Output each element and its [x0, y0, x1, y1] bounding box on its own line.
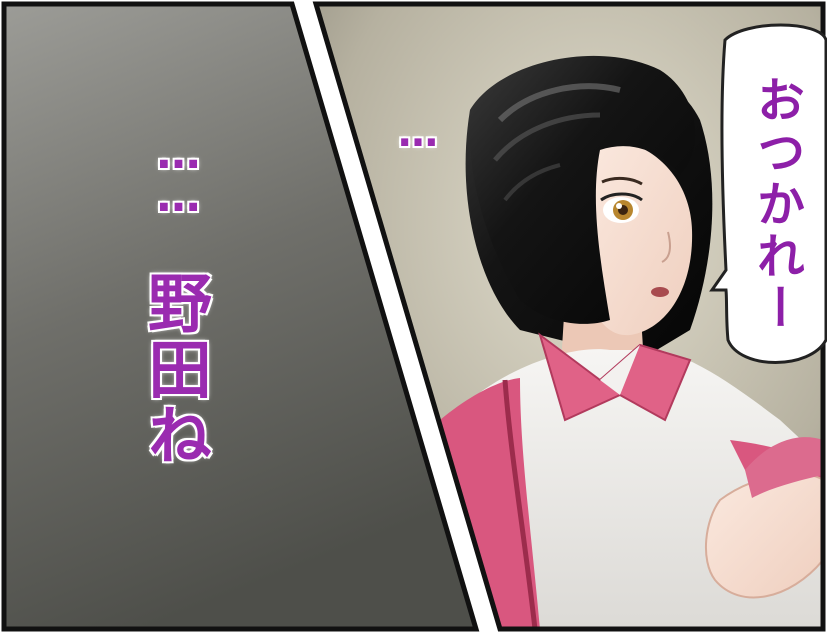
left-panel [1, 1, 480, 632]
speech-bubble [709, 23, 827, 364]
ellipsis-dots-left: …… [152, 127, 205, 215]
ellipsis-dots-right: … [394, 109, 442, 167]
speech-text-nodane: 野田ね [136, 269, 212, 469]
speech-bubble-text: おつかれー [748, 75, 804, 335]
